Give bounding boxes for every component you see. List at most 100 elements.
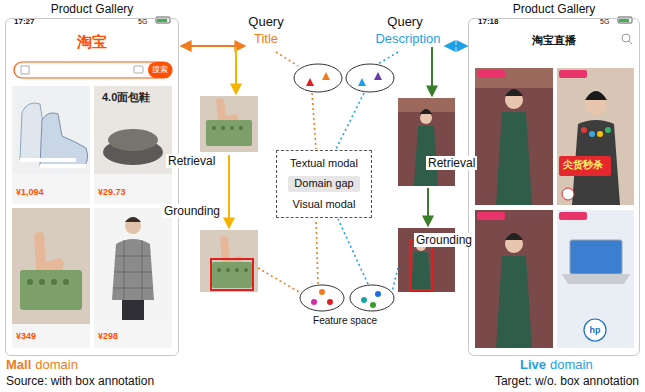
live-card: 尖货秒杀: [557, 68, 634, 205]
query-label: Query: [387, 14, 422, 30]
box-toy-product-card: [27, 279, 33, 285]
retrieved-live-thumbnail: [398, 98, 455, 186]
live-stream-card: [475, 68, 553, 205]
visual-feature-space: [311, 299, 317, 305]
grounded-mall-thumbnail: [211, 259, 253, 290]
jacket-product-card: [125, 217, 141, 222]
live-stream-card: [559, 212, 587, 220]
jacket-product-card: [113, 240, 153, 300]
slipper-product-card: [108, 129, 158, 151]
jacket-product-card: [112, 239, 154, 300]
node-text: Visual modal: [293, 198, 356, 211]
node-text: 搜索: [152, 65, 168, 75]
retrieved-mall-thumbnail: [200, 96, 258, 152]
feature-space-label: Feature space: [313, 315, 377, 327]
retrieved-mall-thumbnail: [216, 98, 239, 120]
retrieved-live-thumbnail: [420, 109, 432, 114]
node-text: Domain gap: [294, 177, 353, 190]
domain-word: domain: [550, 357, 593, 373]
sneaker-product-card: [12, 86, 90, 204]
live-stream-card: [505, 89, 523, 96]
live-stream-card: [557, 68, 634, 205]
live-stream-card: [557, 68, 634, 205]
live-phone-screen: [468, 18, 640, 356]
retrieved-mall-thumbnail: [206, 120, 252, 146]
feature-link: [378, 52, 398, 64]
retrieved-mall-thumbnail: [221, 126, 225, 130]
feature-link: [312, 93, 316, 149]
sneaker-product-card: [40, 164, 86, 168]
live-phone-screen: [622, 34, 630, 42]
node-text: Textual modal: [290, 157, 358, 170]
grounded-mall-thumbnail: [200, 230, 258, 292]
visual-feature-space: [350, 285, 394, 311]
grounding-arrow: [427, 188, 429, 225]
step-label: Retrieval: [426, 156, 477, 170]
feature-link: [392, 268, 398, 292]
live-stream-card: [605, 127, 611, 133]
text-feature-space: [306, 78, 314, 86]
status-signal: 5G: [600, 18, 609, 26]
domain-word: domain: [35, 357, 78, 373]
box-toy-product-card: [34, 231, 64, 270]
retrieved-mall-thumbnail: [230, 126, 234, 130]
query-arrow: [182, 45, 244, 47]
product-card: ¥1,094: [12, 86, 90, 204]
feature-link: [316, 219, 318, 284]
grounded-mall-thumbnail: [200, 230, 258, 292]
node-text: 尖货秒杀: [563, 159, 603, 171]
visual-feature-space: [370, 302, 376, 308]
search-bar: [14, 62, 172, 78]
step-label: Grounding: [162, 204, 222, 218]
live-stream-card: [557, 210, 634, 348]
live-stream-card: [496, 112, 532, 205]
query-type: Description: [375, 31, 440, 47]
node-text: Product Gallery: [6, 2, 178, 16]
domain-name: Mall: [6, 357, 31, 373]
feature-link: [276, 52, 298, 66]
text-feature-space: [294, 64, 394, 92]
retrieved-live-thumbnail: [398, 98, 455, 186]
app-title: 淘宝直播: [532, 34, 576, 47]
search-bar: [134, 66, 143, 73]
text-feature-space: [346, 64, 394, 92]
retrieval-arrow: [431, 47, 433, 95]
live-stream-card: [496, 256, 532, 348]
grounded-mall-thumbnail: [226, 268, 230, 272]
grounded-live-thumbnail: [410, 240, 432, 290]
node-text: ¥349: [16, 331, 36, 342]
status-signal: 5G: [138, 18, 147, 26]
live-stream-card: [475, 210, 553, 348]
product-card: ¥298: [94, 208, 172, 348]
live-stream-card: [505, 233, 523, 240]
live-stream-card: [562, 188, 574, 200]
live-stream-card: [477, 212, 505, 220]
domain-note: Target: w/o. box annotation: [495, 374, 639, 388]
search-bar: [21, 66, 29, 74]
sneaker-product-card: [12, 86, 90, 204]
live-stream-card: [584, 319, 606, 341]
step-label: Retrieval: [166, 154, 217, 168]
feature-link: [336, 93, 364, 149]
visual-feature-space: [327, 299, 333, 305]
node-text: ¥29.73: [98, 187, 126, 198]
domain-name: Live: [520, 357, 546, 373]
live-stream-card: [477, 70, 505, 78]
box-toy-product-card: [63, 279, 69, 285]
live-stream-card: [570, 240, 622, 274]
sneaker-product-card: [12, 86, 90, 174]
live-stream-card: [589, 131, 595, 137]
box-toy-product-card: [51, 279, 57, 285]
live-stream-card: [581, 127, 587, 133]
live-stream-card: [475, 68, 553, 88]
retrieved-mall-thumbnail: [239, 126, 243, 130]
sneaker-product-card: [20, 158, 76, 162]
product-card: ¥349: [12, 208, 90, 348]
retrieval-arrow: [235, 47, 237, 93]
product-card: 4.0面包鞋¥29.73: [94, 86, 172, 204]
box-toy-product-card: [12, 208, 90, 324]
mall-phone-screen: [5, 17, 179, 356]
grounding-arrow: [228, 155, 230, 227]
box-toy-product-card: [12, 208, 90, 348]
query-arrow: [446, 45, 466, 47]
